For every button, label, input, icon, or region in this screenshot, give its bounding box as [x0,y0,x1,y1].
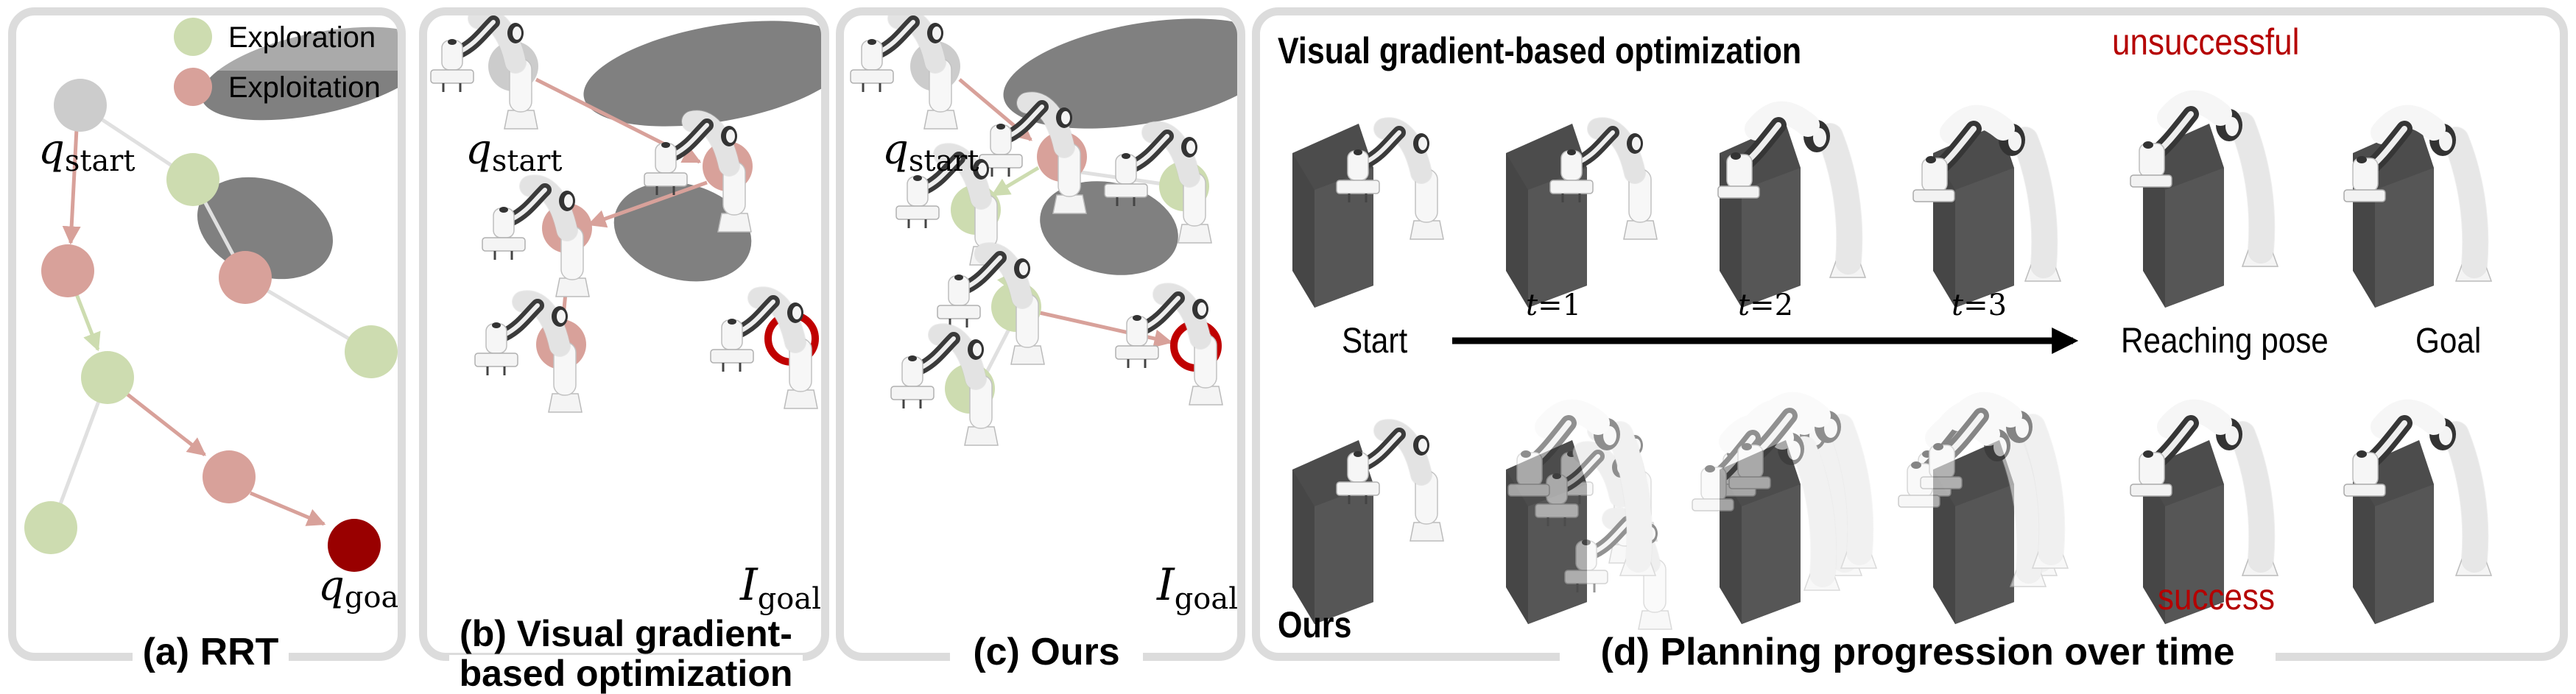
node-start [54,79,107,132]
robot-arm-goal [1116,294,1222,405]
label-q-start: qstart [465,126,563,178]
robot-arm [891,334,998,445]
arrow-exploit [587,180,708,228]
node-exploration [166,153,219,206]
legend-label-exploitation: Exploitation [228,71,381,104]
node-exploration [24,501,77,554]
panel-d-frame [1252,7,2568,661]
label-q-start: qstart [882,126,979,178]
obstacle-middle [613,182,752,282]
obstacle-top [1003,18,1237,129]
status-unsuccessful: unsuccessful [2112,21,2300,63]
panel-d-content [1292,102,2491,629]
node-goal [328,519,381,572]
label-i-goal: Igoal [1156,559,1238,616]
top-row-frames [1292,102,2491,308]
robot-arm [475,301,582,412]
robot-arm-goal [711,297,817,408]
arrow-exploit [125,392,206,456]
legend-marker-exploitation [174,68,212,106]
goal-label: Goal [2415,322,2482,361]
arrow-exploit [62,128,81,245]
node-exploitation [41,244,94,297]
bottom-row-frames [1292,404,2491,629]
label-i-goal: Igoal [739,559,821,616]
label-q-start: qstart [38,126,136,178]
caption-panel-b-line2: based optimization [449,655,803,692]
edge [49,377,110,528]
node-exploitation [219,251,272,304]
obstacle-top [201,26,398,121]
time-step-2: t=2 [1738,288,1794,322]
legend-label-exploration: Exploration [228,21,376,54]
label-q-goal: qgoal [318,562,408,615]
arrow-explore [990,166,1040,197]
caption-panel-a: (a) RRT [133,633,289,671]
arrow-exploit [250,491,326,526]
time-step-3: t=3 [1952,288,2007,322]
time-step-1: t=1 [1526,288,1582,322]
robot-arm [482,185,589,297]
top-row-title: Visual gradient-based optimization [1278,30,1802,71]
legend-marker-exploration [174,18,212,56]
arrow-exploit [1039,311,1173,348]
obstacle-top [583,21,821,127]
status-success: success [2158,576,2275,617]
bottom-row-title: Ours [1278,604,1352,645]
panel-a-content: Exploration Exploitation qstart qgoal [24,15,408,615]
reaching-pose-label: Reaching pose [2121,322,2329,361]
node-exploration [81,351,134,404]
node-exploitation [203,450,256,503]
start-label: Start [1342,322,1408,361]
caption-panel-b-line1: (b) Visual gradient- [460,613,792,654]
caption-panel-d: (d) Planning progression over time [1560,633,2276,671]
panel-c-content: qstart Igoal [851,0,1238,616]
node-exploration [345,325,398,378]
caption-panel-c: (c) Ours [950,633,1143,671]
panel-b-content: qstart Igoal [431,3,821,616]
robot-arm-start [431,18,538,129]
arrow-explore [74,294,101,352]
robot-arm-start [851,18,957,129]
